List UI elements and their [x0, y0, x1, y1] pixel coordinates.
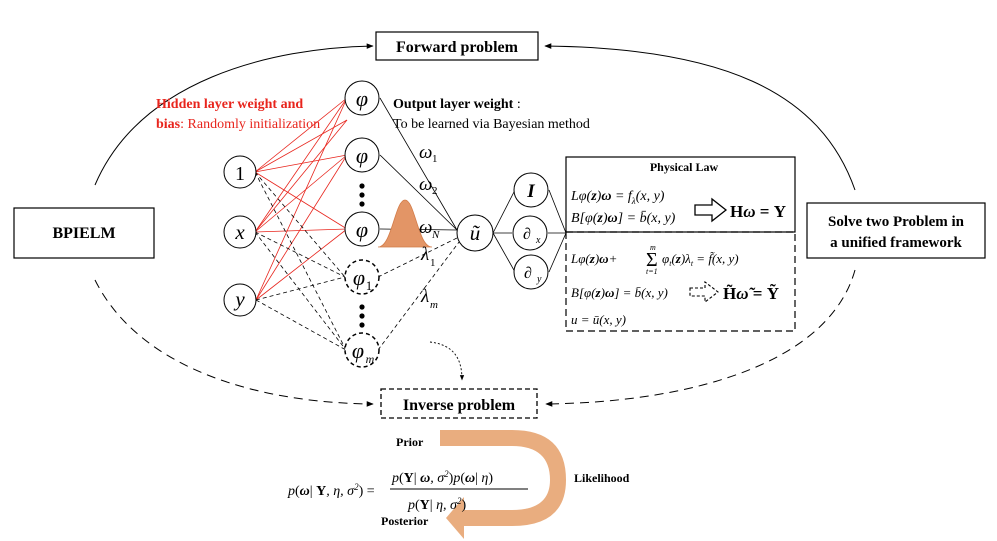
- ellipsis-dots-lower: [359, 304, 365, 328]
- inverse-problem-box: Inverse problem: [380, 388, 538, 419]
- hidden-node-phi-t-m: φ m: [344, 332, 380, 368]
- dx-label: ∂: [523, 226, 531, 243]
- phi-t-sub-1: 1: [366, 278, 373, 293]
- omega-1-sub: 1: [432, 153, 438, 165]
- dy-sub: y: [536, 274, 542, 285]
- dy-label: ∂: [524, 265, 532, 282]
- hidden-node-phi-n: φ: [344, 211, 380, 247]
- operator-dy: ∂ y: [513, 254, 549, 290]
- inverse-sum-upper: m: [650, 243, 656, 252]
- physical-law-box: Physical Law Lφ(z)ω = fλ(x, y) B[φ(z)ω] …: [565, 156, 796, 332]
- dashed-lambda-connections: [377, 237, 460, 351]
- bayes-numerator: p(Y| ω, σ2)p(ω| η): [391, 469, 493, 486]
- arc-left-to-inverse: [94, 279, 374, 407]
- forward-eq-1: Lφ(z)ω = fλ(x, y): [570, 189, 665, 206]
- weight-labels: ω 1 ω 2 ω N λ 1 λ m: [419, 142, 440, 311]
- prior-label: Prior: [396, 435, 424, 449]
- hidden-layer-note-line2: bias: Randomly initialization: [156, 117, 320, 132]
- output-layer-note-line1: Output layer weight :: [393, 97, 521, 112]
- lambda-to-inverse-arrow: [429, 341, 465, 381]
- inverse-eq-1-rest: φt(z)λt = f̃(x, y): [662, 251, 739, 268]
- arc-right-to-forward: [544, 43, 856, 191]
- inverse-sum-lower: t=1: [646, 267, 658, 276]
- lambda-m: λ: [420, 286, 429, 307]
- bayes-lhs: p(ω| Y, η, σ2) =: [287, 482, 375, 499]
- operator-identity: I: [513, 172, 549, 208]
- forward-problem-label: Forward problem: [396, 39, 519, 56]
- phi-t-sub-m: m: [366, 352, 375, 366]
- forward-result: Hω = Y: [730, 202, 786, 221]
- output-note-suffix: :: [513, 97, 520, 112]
- lambda-1-sub: 1: [430, 257, 436, 269]
- ellipsis-dots-upper: [359, 183, 365, 207]
- bayes-denominator: p(Y| η, σ2): [407, 496, 466, 513]
- omega-1: ω: [419, 142, 432, 163]
- likelihood-label: Likelihood: [574, 471, 630, 485]
- arc-left-to-forward: [94, 43, 374, 186]
- output-node: ũ: [456, 214, 494, 252]
- inverse-eq-3: u = ū(x, y): [571, 312, 626, 327]
- phi-t-label-m: φ: [352, 338, 364, 363]
- omega-2-sub: 2: [432, 185, 438, 197]
- hidden-node-phi-1: φ: [344, 80, 380, 116]
- forward-eq-2: B[φ(z)ω] = b̄(x, y): [571, 210, 676, 226]
- identity-label: I: [526, 181, 535, 202]
- hidden-note-bias: bias: [156, 117, 181, 132]
- inverse-problem-label: Inverse problem: [403, 397, 516, 414]
- omega-n: ω: [419, 217, 432, 238]
- omega-n-sub: N: [431, 229, 440, 241]
- bayes-u-arrow: [440, 430, 566, 539]
- input-node-1: 1: [223, 155, 257, 189]
- phi-label: φ: [356, 143, 368, 168]
- bpielm-label: BPIELM: [52, 225, 115, 242]
- inverse-sum-symbol: Σ: [646, 249, 658, 271]
- phi-label: φ: [356, 86, 368, 111]
- phi-label: φ: [356, 217, 368, 242]
- output-layer-note-line2: To be learned via Bayesian method: [393, 117, 590, 132]
- physical-law-title: Physical Law: [650, 160, 719, 174]
- hidden-node-phi-2: φ: [344, 137, 380, 173]
- output-node-label: ũ: [470, 221, 481, 245]
- outer-arcs: [94, 43, 856, 407]
- omega-2: ω: [419, 174, 432, 195]
- input-node-x: x: [223, 215, 257, 249]
- forward-implies-arrow: [694, 197, 728, 223]
- input-node-y: y: [223, 283, 257, 317]
- input-label-1: 1: [235, 163, 245, 185]
- output-operator-connections: [492, 189, 567, 273]
- arc-right-to-inverse: [545, 269, 856, 407]
- hidden-node-phi-t-1: φ 1: [344, 259, 380, 295]
- bpielm-box: BPIELM: [13, 207, 155, 259]
- dx-sub: x: [535, 235, 541, 246]
- dashed-input-connections: [254, 171, 347, 351]
- posterior-label: Posterior: [381, 514, 429, 528]
- hidden-layer-note-line1: Hidden layer weight and: [156, 97, 303, 112]
- forward-problem-box: Forward problem: [375, 31, 539, 61]
- unified-framework-line2: a unified framework: [830, 235, 962, 251]
- inverse-implies-arrow: [689, 280, 719, 304]
- input-label-x: x: [234, 220, 245, 244]
- lambda-1: λ: [420, 244, 429, 265]
- gaussian-distribution: [377, 199, 433, 248]
- unified-framework-line1: Solve two Problem in: [828, 214, 965, 230]
- inverse-eq-1: Lφ(z)ω+: [570, 251, 617, 266]
- phi-t-label-1: φ: [353, 265, 365, 290]
- bayes-equation: p(ω| Y, η, σ2) = p(Y| ω, σ2)p(ω| η) p(Y|…: [287, 469, 528, 513]
- red-connections: [254, 97, 348, 301]
- inverse-result: H̃ω̃ = Ỹ: [723, 283, 779, 303]
- output-note-title: Output layer weight: [393, 97, 514, 112]
- inverse-eq-2: B[φ(z)ω] = b̄(x, y): [571, 285, 668, 300]
- lambda-m-sub: m: [430, 299, 438, 311]
- unified-framework-box: Solve two Problem in a unified framework: [806, 202, 986, 259]
- operator-dx: ∂ x: [512, 215, 548, 251]
- hidden-note-rest: : Randomly initialization: [180, 117, 320, 132]
- input-label-y: y: [233, 287, 245, 311]
